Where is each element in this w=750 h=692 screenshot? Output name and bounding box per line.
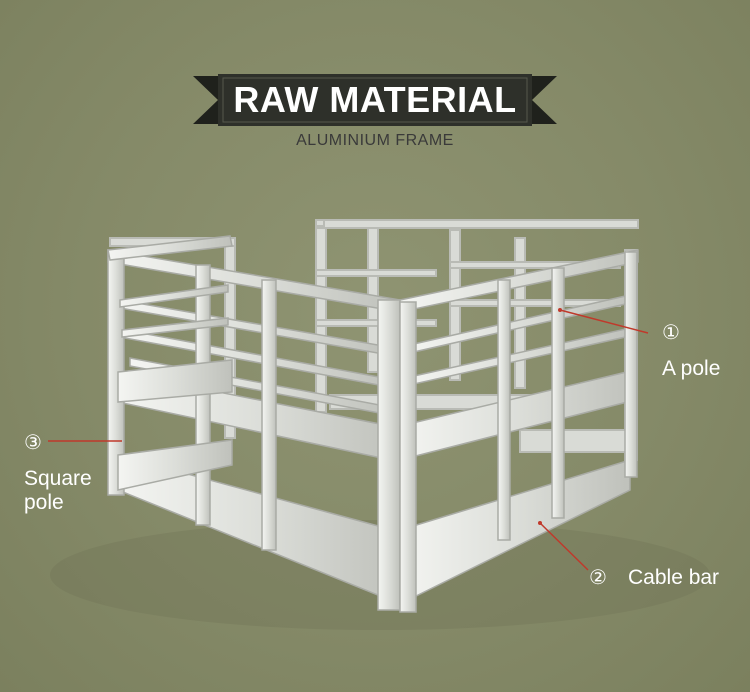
- a-pole-label: A pole: [662, 357, 721, 380]
- front-right-frame: [399, 249, 639, 613]
- cable-bar-label: Cable bar: [628, 566, 720, 589]
- a-pole-number: ①: [662, 320, 680, 344]
- square-pole-number: ③: [24, 430, 42, 454]
- left-side-frame: [107, 235, 233, 491]
- cable-bar-leader-line: [539, 522, 589, 571]
- banner-title: RAW MATERIAL: [233, 79, 517, 120]
- banner-subtitle: ALUMINIUM FRAME: [296, 132, 454, 149]
- leader-lines: [48, 309, 649, 571]
- a-pole-leader-dot: [558, 308, 562, 312]
- cable-bar-leader-dot: [538, 521, 542, 525]
- ribbon-inner-border: [222, 77, 528, 123]
- square-pole-label: Square pole: [24, 467, 92, 514]
- cable-bar-number: ②: [589, 565, 607, 589]
- ribbon-body: [218, 74, 532, 126]
- a-pole-leader-line: [559, 309, 649, 334]
